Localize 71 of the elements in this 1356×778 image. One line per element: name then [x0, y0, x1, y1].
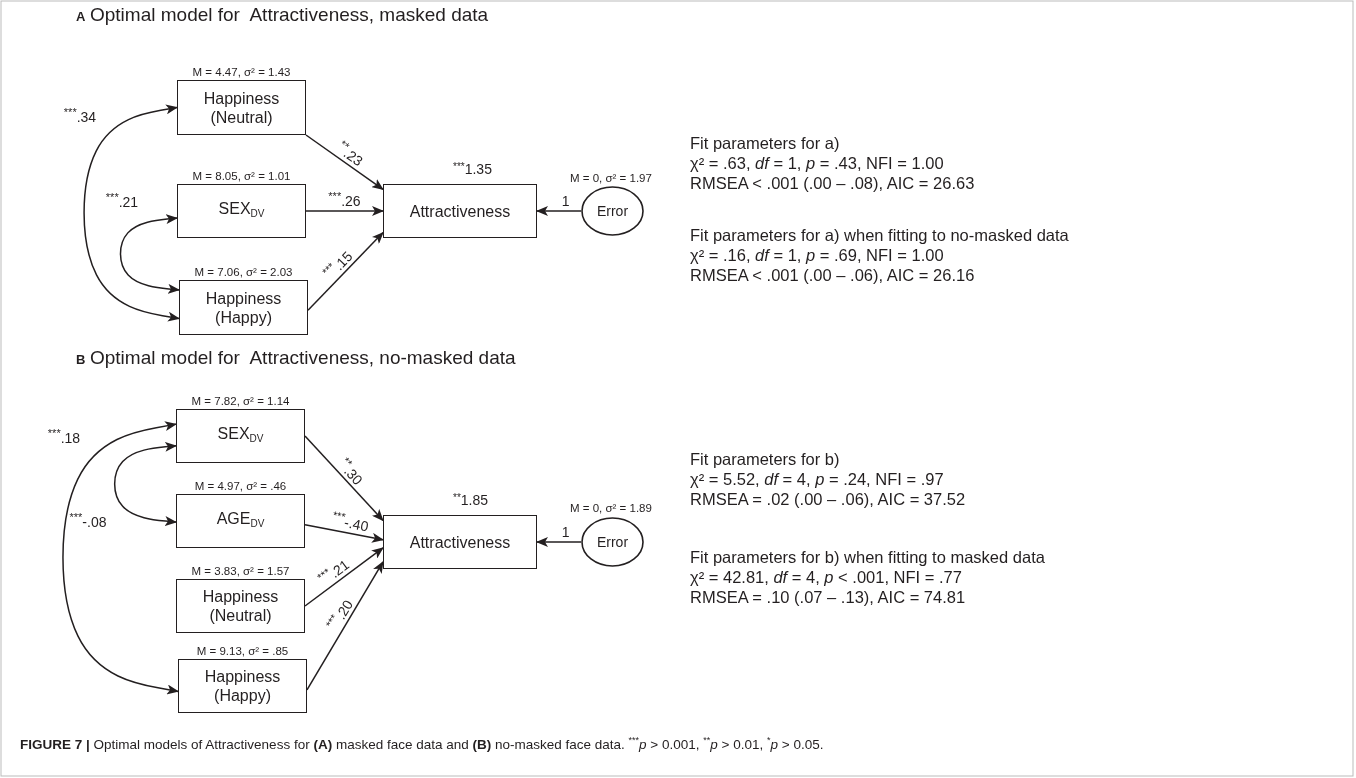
- coefficient-label: 1: [560, 524, 571, 540]
- variable-name: Error: [595, 201, 630, 221]
- mean-variance-label: M = 4.47, σ² = 1.43: [192, 66, 291, 79]
- panel-title: Optimal model for Attractiveness, no-masked data: [90, 347, 516, 369]
- covariance-arrow: [62, 421, 179, 695]
- coefficient-label: 1: [560, 193, 571, 209]
- variable-box: [383, 515, 537, 569]
- variable-box: [177, 184, 306, 238]
- mean-variance-label: M = 3.83, σ² = 1.57: [191, 565, 290, 578]
- fit-statistics-text: Fit parameters for a) when fitting to no-masked data: [690, 226, 1069, 245]
- path-arrow: [304, 547, 384, 607]
- coefficient-label: $^{***}$.18: [46, 426, 82, 446]
- panel-letter: B: [76, 352, 86, 367]
- fit-statistics-text: χ² = .16, df = 1, p = .69, NFI = 1.00: [690, 246, 944, 265]
- variable-box: [179, 280, 308, 335]
- mean-variance-label: M = 0, σ² = 1.89: [570, 502, 652, 515]
- mean-variance-label: M = 4.97, σ² = .46: [194, 480, 287, 493]
- variable-name: Happiness (Happy): [204, 288, 283, 327]
- fit-statistics-text: Fit parameters for b): [690, 450, 840, 469]
- fit-statistics-text: χ² = 5.52, df = 4, p = .24, NFI = .97: [690, 470, 944, 489]
- fit-statistics-text: Fit parameters for b) when fitting to masked data: [690, 548, 1045, 567]
- coefficient-label: $^{***}$.34: [62, 105, 98, 125]
- covariance-arrow: [113, 441, 177, 526]
- path-arrow: [536, 537, 582, 547]
- mean-variance-label: M = 9.13, σ² = .85: [196, 645, 289, 658]
- fit-statistics-text: RMSEA = .02 (.00 – .06), AIC = 37.52: [690, 490, 966, 509]
- path-arrow: [305, 206, 384, 216]
- coefficient-label: $^{***}$-.40: [330, 507, 371, 535]
- panel-title: Optimal model for Attractiveness, masked data: [90, 4, 489, 26]
- variable-name: Error: [595, 532, 630, 552]
- figure-caption: FIGURE 7 | Optimal models of Attractiveness for (A) masked face data and (B) no-masked face data. $^{***}$p > 0.001, $^{**}$p > 0.01, $^{*}$p > 0.05.: [20, 735, 824, 752]
- mean-variance-label: M = 8.05, σ² = 1.01: [192, 170, 291, 183]
- error-ellipse: [581, 517, 644, 567]
- variable-box: [176, 494, 305, 548]
- variable-name: Happiness (Neutral): [201, 587, 280, 625]
- mean-variance-label: M = 7.06, σ² = 2.03: [194, 266, 293, 279]
- mean-variance-label: M = 0, σ² = 1.97: [570, 172, 652, 185]
- path-arrow: [304, 435, 384, 522]
- path-arrow: [305, 134, 384, 191]
- variable-name: Attractiveness: [408, 201, 512, 221]
- variable-name: AGE$_{DV}$: [215, 509, 266, 531]
- variable-box: [178, 659, 307, 713]
- fit-statistics-text: RMSEA < .001 (.00 – .08), AIC = 26.63: [690, 174, 975, 193]
- mean-variance-label: M = 7.82, σ² = 1.14: [191, 395, 290, 408]
- covariance-arrow: [83, 104, 180, 322]
- path-arrow: [536, 206, 582, 216]
- covariance-arrow: [119, 214, 180, 294]
- variable-box: [176, 579, 305, 633]
- panel-letter: A: [76, 9, 86, 24]
- variable-name: Happiness (Neutral): [202, 88, 281, 127]
- variable-name: SEX$_{DV}$: [217, 199, 266, 221]
- fit-statistics-text: Fit parameters for a): [690, 134, 840, 153]
- variable-box: [176, 409, 305, 463]
- variable-box: [177, 80, 306, 135]
- coefficient-label: $^{***}$.21: [104, 190, 140, 210]
- variable-box: [383, 184, 537, 238]
- path-arrow: [306, 561, 384, 691]
- fit-statistics-text: RMSEA < .001 (.00 – .06), AIC = 26.16: [690, 266, 975, 285]
- intercept-value: $^{***}$1.35: [453, 160, 492, 176]
- coefficient-label: $^{***}$-.08: [68, 510, 108, 530]
- path-arrow: [304, 524, 384, 543]
- fit-statistics-text: RMSEA = .10 (.07 – .13), AIC = 74.81: [690, 588, 966, 607]
- variable-name: Attractiveness: [408, 532, 512, 552]
- fit-statistics-text: χ² = 42.81, df = 4, p < .001, NFI = .77: [690, 568, 962, 587]
- variable-name: SEX$_{DV}$: [216, 424, 265, 446]
- intercept-value: $^{**}$1.85: [453, 491, 489, 507]
- path-arrow: [307, 231, 384, 311]
- variable-name: Happiness (Happy): [203, 667, 282, 705]
- fit-statistics-text: χ² = .63, df = 1, p = .43, NFI = 1.00: [690, 154, 944, 173]
- error-ellipse: [581, 186, 644, 236]
- coefficient-label: $^{***}$.26: [327, 189, 362, 209]
